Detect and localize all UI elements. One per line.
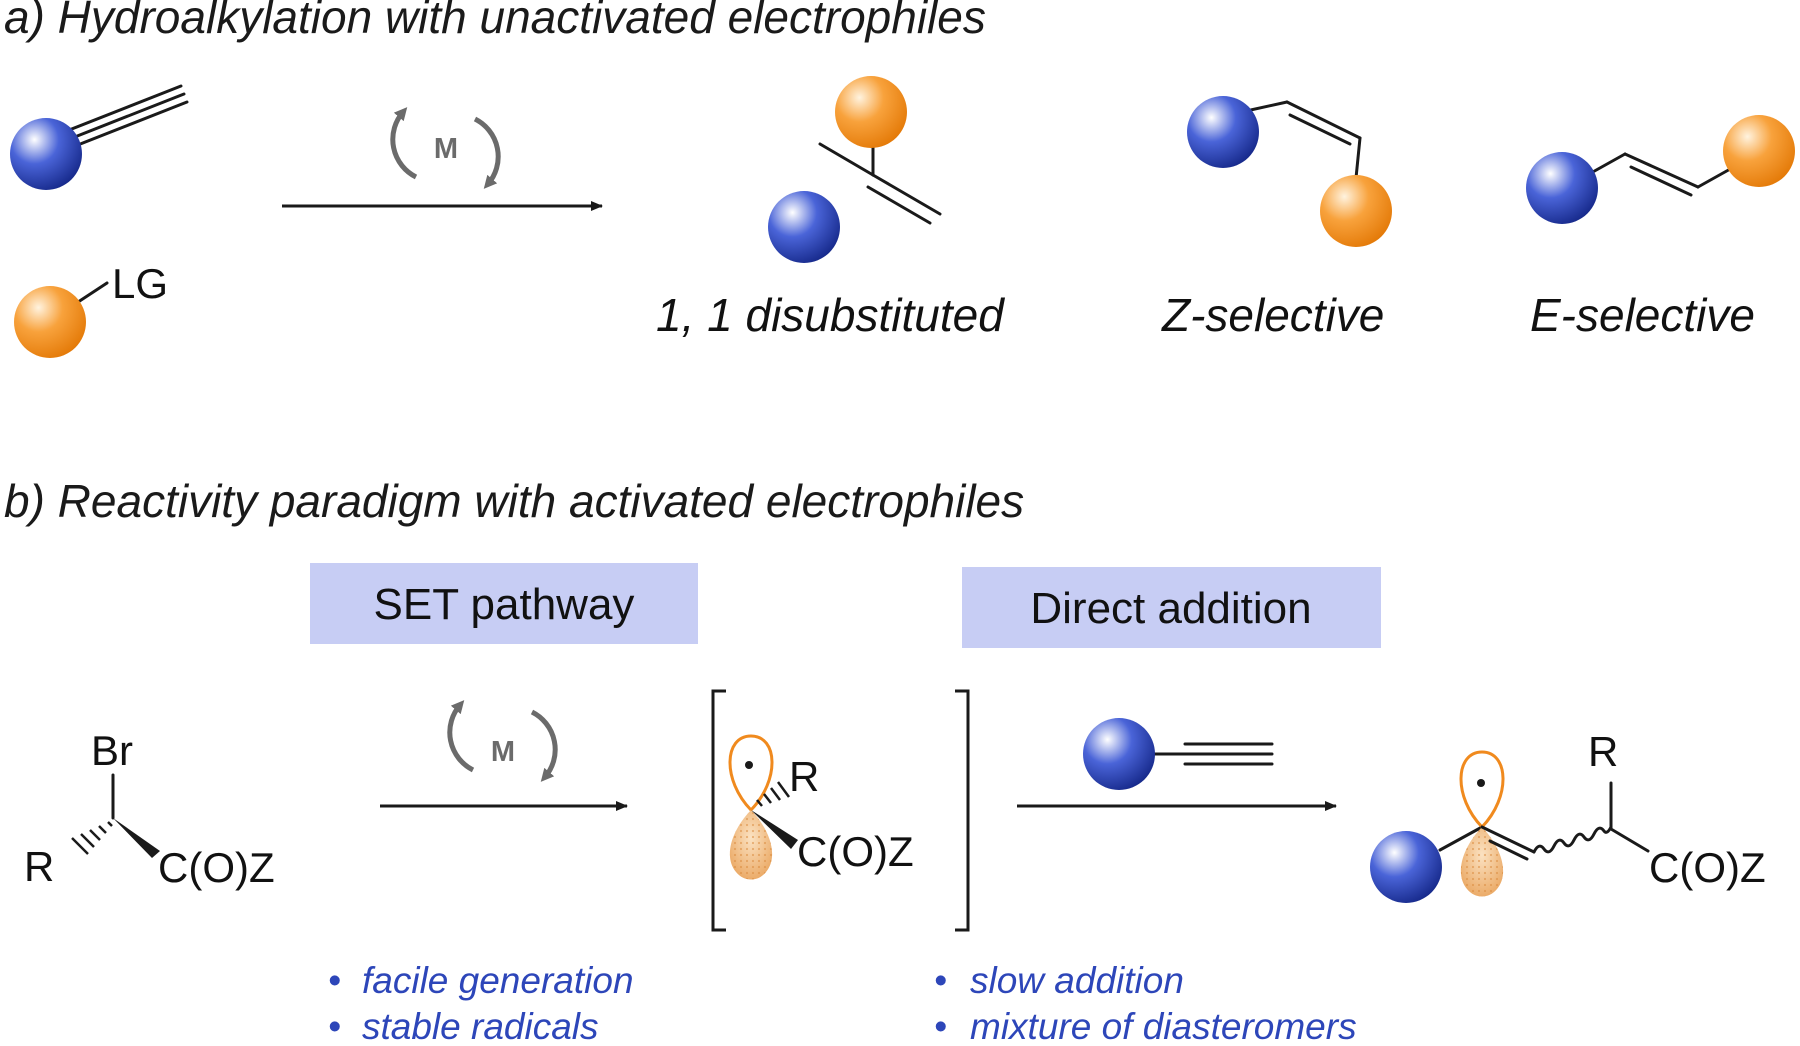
product-1-1-disubstituted xyxy=(768,76,942,263)
solid-wedge-bond xyxy=(113,818,160,858)
terminal-alkyne-reagent xyxy=(1083,718,1274,790)
product-carbonyl-label: C(O)Z xyxy=(1649,844,1766,891)
radical-r-label: R xyxy=(789,753,819,800)
alpha-bromo-carbonyl: Br R C(O)Z xyxy=(24,727,275,891)
note-facile-generation: facile generation xyxy=(362,960,634,1001)
orange-sphere xyxy=(14,286,86,358)
note-stable-radicals: stable radicals xyxy=(362,1006,599,1046)
blue-sphere xyxy=(1187,96,1259,168)
caption-e-selective: E-selective xyxy=(1530,289,1755,341)
part-b-header: b) Reactivity paradigm with activated el… xyxy=(4,475,1024,527)
wavy-bond xyxy=(1532,825,1613,854)
blue-sphere xyxy=(1370,831,1442,903)
blue-sphere xyxy=(768,191,840,263)
vinyl-radical-product: R C(O)Z xyxy=(1370,728,1766,903)
metal-catalyst-cycle: M xyxy=(390,107,501,189)
blue-sphere xyxy=(1526,152,1598,224)
set-pathway-notes: • facile generation • stable radicals xyxy=(328,960,634,1046)
right-bracket xyxy=(955,689,970,932)
bullet-dot: • xyxy=(934,1006,947,1046)
radical-intermediate: R C(O)Z xyxy=(711,689,970,932)
vinyl-double-bond xyxy=(1480,825,1536,854)
bullet-dot: • xyxy=(934,960,947,1001)
carbonyl-label: C(O)Z xyxy=(158,844,275,891)
hashed-wedge-bond xyxy=(71,821,113,855)
blue-sphere xyxy=(10,118,82,190)
radical-dot xyxy=(745,761,753,769)
p-orbital-upper-lobe xyxy=(728,734,774,813)
orange-sphere xyxy=(1723,115,1795,187)
bullet-dot: • xyxy=(328,960,341,1001)
metal-label: M xyxy=(491,736,515,768)
radical-dot xyxy=(1477,779,1485,787)
set-pathway-box xyxy=(310,563,698,644)
direct-addition-label: Direct addition xyxy=(1030,584,1311,633)
terminal-alkyne xyxy=(10,84,189,190)
set-pathway-label: SET pathway xyxy=(374,580,635,629)
caption-1-1-disubstituted: 1, 1 disubstituted xyxy=(656,289,1005,341)
note-slow-addition: slow addition xyxy=(970,960,1184,1001)
leaving-group-label: LG xyxy=(112,260,168,307)
solid-wedge-bond xyxy=(751,810,798,849)
direct-addition-notes: • slow addition • mixture of diasteromer… xyxy=(934,960,1357,1046)
caption-z-selective: Z-selective xyxy=(1161,289,1384,341)
product-r-label: R xyxy=(1588,728,1618,775)
r-group-label: R xyxy=(24,843,54,890)
metal-label: M xyxy=(434,133,458,165)
direct-addition-box xyxy=(962,567,1381,648)
hashed-wedge-bond xyxy=(756,781,791,807)
left-bracket xyxy=(711,689,726,932)
bullet-dot: • xyxy=(328,1006,341,1046)
metal-catalyst-cycle: M xyxy=(447,700,558,782)
part-a-header: a) Hydroalkylation with unactivated elec… xyxy=(4,0,986,43)
orange-sphere xyxy=(1320,175,1392,247)
bromine-label: Br xyxy=(91,727,133,774)
radical-carbonyl-label: C(O)Z xyxy=(797,828,914,875)
blue-sphere xyxy=(1083,718,1155,790)
p-orbital-upper-lobe xyxy=(1459,750,1505,830)
note-mixture-of-diasteromers: mixture of diasteromers xyxy=(970,1006,1357,1046)
product-z-alkene xyxy=(1187,96,1392,247)
product-e-alkene xyxy=(1526,115,1795,224)
alkyl-electrophile: LG xyxy=(14,260,168,358)
orange-sphere xyxy=(835,76,907,148)
